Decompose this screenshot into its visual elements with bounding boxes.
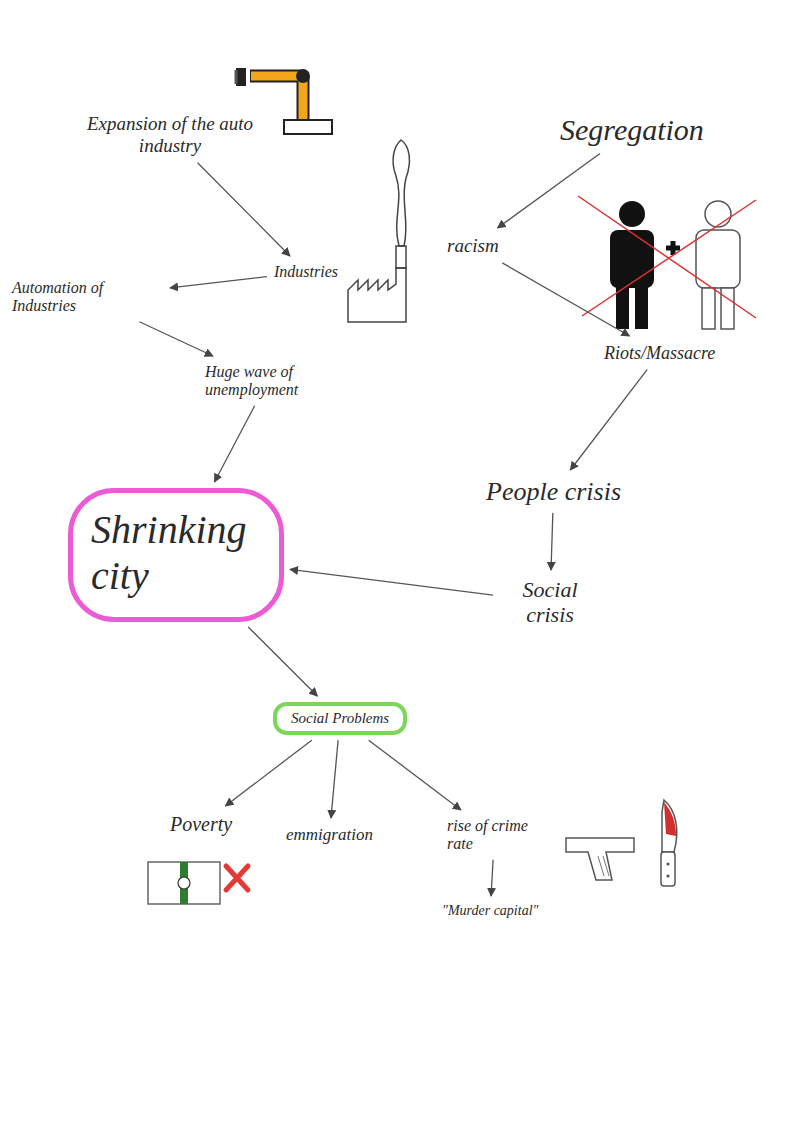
node-text: racism xyxy=(447,235,499,257)
node-text: Social crisis xyxy=(500,577,600,628)
black-person-leg xyxy=(635,284,648,329)
central-topic: Shrinking city xyxy=(68,488,284,622)
node-text: Riots/Massacre xyxy=(604,343,715,364)
white-person-leg xyxy=(702,288,715,329)
node-text: Shrinking city xyxy=(91,507,261,599)
robot-base xyxy=(284,120,332,134)
concept-label: racism xyxy=(445,234,501,258)
concept-label: Social crisis xyxy=(498,576,602,629)
arrow-connector xyxy=(551,513,553,570)
banknote xyxy=(148,862,220,904)
arrow-connector xyxy=(198,163,290,256)
arrow-connector xyxy=(248,627,317,696)
arrow-connector xyxy=(214,406,254,482)
white-person-body xyxy=(696,230,740,288)
segregation-figures xyxy=(578,196,756,329)
smoke-plume xyxy=(393,140,409,246)
concept-label: "Murder capital" xyxy=(440,902,540,920)
black-person-leg xyxy=(616,284,629,329)
white-person-head xyxy=(705,201,731,227)
robot-arm-outline xyxy=(250,70,303,83)
arrow-connector xyxy=(139,322,213,356)
concept-label: rise of crime rate xyxy=(445,816,544,855)
node-text: Social Problems xyxy=(291,710,389,727)
node-text: Automation of Industries xyxy=(12,279,162,316)
money-icon xyxy=(148,862,248,904)
blood xyxy=(664,802,676,836)
concept-label: Automation of Industries xyxy=(10,278,164,317)
arrow-connector xyxy=(491,860,493,896)
arrow-connector xyxy=(498,154,600,229)
concept-label: Huge wave of unemployment xyxy=(203,362,332,401)
chimney xyxy=(396,246,406,268)
red-cross-line xyxy=(582,200,756,316)
concept-heading: Segregation xyxy=(558,112,706,149)
robot-arm-segment xyxy=(299,77,308,119)
concept-heading: People crisis xyxy=(484,476,623,508)
white-person-leg xyxy=(721,288,734,329)
knife-rivet xyxy=(666,874,669,877)
node-text: People crisis xyxy=(486,477,621,507)
node-text: emmigration xyxy=(286,825,373,845)
knife-handle xyxy=(661,852,675,886)
subtopic-box: Social Problems xyxy=(273,702,407,735)
node-text: Poverty xyxy=(170,813,232,836)
node-text: Huge wave of unemployment xyxy=(205,363,330,400)
node-text: Segregation xyxy=(560,113,704,148)
factory-building xyxy=(348,268,406,322)
arrow-connector xyxy=(225,740,311,806)
red-cross-line xyxy=(578,196,756,318)
black-person-body xyxy=(610,230,654,288)
gun xyxy=(566,838,634,880)
arrow-connector xyxy=(290,569,493,595)
node-text: Industries xyxy=(274,263,338,281)
node-text: "Murder capital" xyxy=(442,903,538,919)
arrow-connector xyxy=(331,740,338,818)
robot-gripper xyxy=(236,68,246,86)
arrow-connector xyxy=(570,370,647,470)
knife-rivet xyxy=(666,862,669,865)
concept-label: Poverty xyxy=(168,812,234,837)
concept-label: Industries xyxy=(272,262,340,282)
gun-grip-lines xyxy=(598,856,609,876)
banknote-coin xyxy=(178,877,190,889)
node-text: rise of crime rate xyxy=(447,817,542,854)
weapons xyxy=(566,800,677,886)
concept-label: emmigration xyxy=(284,824,375,846)
red-x xyxy=(226,866,248,890)
robot-gripper xyxy=(235,70,238,84)
concept-label: Riots/Massacre xyxy=(602,342,717,365)
arrow-connector xyxy=(369,740,461,810)
concept-label: Expansion of the auto industry xyxy=(58,112,282,158)
node-text: Expansion of the auto industry xyxy=(60,113,280,157)
black-person-head xyxy=(619,201,645,227)
arrow-connector xyxy=(502,263,629,336)
factory xyxy=(348,140,409,322)
knife-blade xyxy=(662,800,677,852)
robot-joint xyxy=(296,69,310,83)
arrow-connector xyxy=(170,277,267,288)
robot-arm-segment xyxy=(251,72,302,81)
